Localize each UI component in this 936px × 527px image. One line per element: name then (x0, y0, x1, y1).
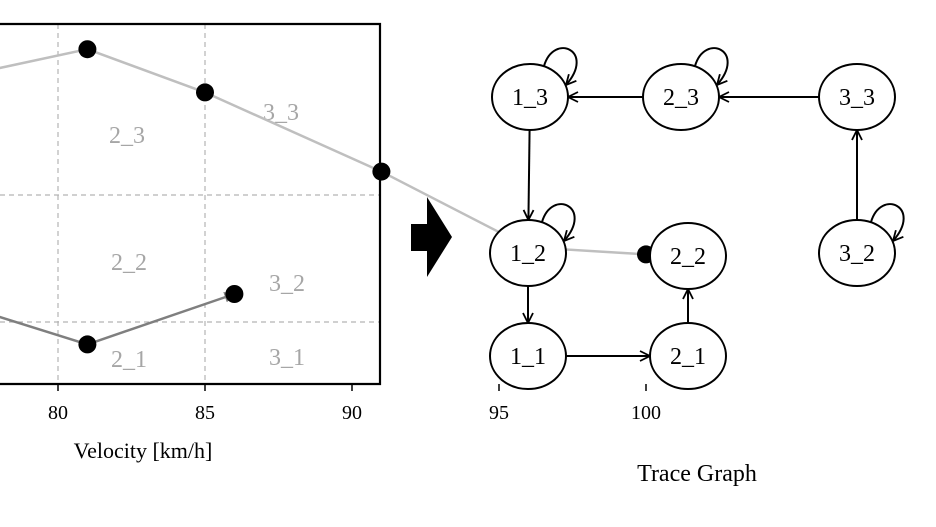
trajectory-chart: 3_3 2_3 2_2 3_2 2_1 3_1 80 85 90 95 100 Velo… (0, 22, 661, 463)
node-2_3: 2_3 (642, 63, 720, 131)
x-tick-label: 95 (489, 402, 509, 424)
self-loop-1_2 (541, 203, 576, 241)
graph-self-loops (541, 47, 905, 241)
node-label: 2_3 (663, 85, 699, 111)
node-label: 1_1 (510, 344, 546, 370)
data-point (225, 285, 244, 303)
x-tick-label: 100 (631, 402, 661, 424)
node-ellipse (818, 219, 896, 287)
node-1_3: 1_3 (491, 63, 569, 131)
cell-label: 2_3 (109, 123, 145, 149)
data-point (196, 83, 214, 102)
node-1_1: 1_1 (489, 322, 567, 390)
self-loop-2_3 (694, 47, 729, 85)
series-line (0, 292, 236, 346)
cell-label: 3_2 (269, 271, 305, 297)
node-2_2: 2_2 (649, 222, 727, 290)
node-3_3: 3_3 (818, 63, 896, 131)
node-label: 3_2 (839, 241, 875, 267)
graph-title: Trace Graph (637, 461, 757, 487)
trace-graph: 1_3 2_3 3_3 1_2 2_2 3_2 1_1 2_1 Trace Graph (489, 47, 905, 487)
self-loop-3_2 (870, 203, 905, 241)
node-label: 2_2 (670, 244, 706, 270)
cell-label: 2_1 (111, 347, 147, 373)
series-1 (0, 285, 244, 354)
node-ellipse (489, 322, 567, 390)
node-ellipse (491, 63, 569, 131)
data-point (78, 40, 97, 59)
cell-label: 2_2 (111, 250, 147, 276)
cell-label: 3_1 (269, 345, 305, 371)
edge-1_3-to-1_2 (528, 129, 529, 220)
node-ellipse (818, 63, 896, 131)
x-tick-label: 85 (195, 402, 215, 424)
self-loop-1_3 (543, 47, 578, 85)
node-2_1: 2_1 (649, 322, 727, 390)
x-tick-label: 90 (342, 402, 362, 424)
data-point (372, 162, 391, 181)
graph-edges (528, 97, 857, 356)
node-1_2: 1_2 (489, 219, 567, 287)
node-label: 1_3 (512, 85, 548, 111)
node-ellipse (649, 322, 727, 390)
x-axis-label: Velocity [km/h] (74, 438, 213, 463)
x-tick-label: 80 (48, 402, 68, 424)
cell-labels: 3_3 2_3 2_2 3_2 2_1 3_1 (109, 100, 305, 373)
plot-frame (0, 22, 382, 386)
grid-lines (0, 24, 380, 384)
node-label: 3_3 (839, 85, 875, 111)
node-ellipse (489, 219, 567, 287)
graph-nodes: 1_3 2_3 3_3 1_2 2_2 3_2 1_1 2_1 (489, 63, 896, 390)
x-axis-ticks: 80 85 90 95 100 (48, 384, 661, 424)
node-label: 1_2 (510, 241, 546, 267)
data-point (78, 335, 97, 354)
node-ellipse (649, 222, 727, 290)
right-block-arrow-icon (411, 197, 452, 277)
node-ellipse (642, 63, 720, 131)
node-3_2: 3_2 (818, 219, 896, 287)
node-label: 2_1 (670, 344, 706, 370)
